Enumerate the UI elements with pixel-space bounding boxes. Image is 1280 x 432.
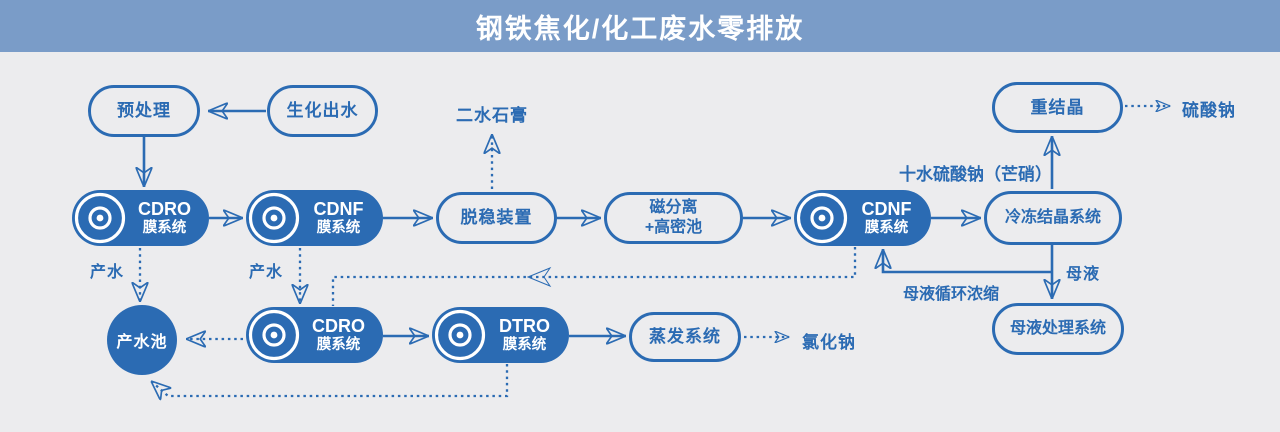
dtro-sub: 膜系统 [502,337,547,353]
label-product-water-1: 产水 [90,264,125,281]
cdnf1-sub: 膜系统 [316,220,361,236]
cdro2-sub: 膜系统 [316,337,361,353]
node-cdnf1-label: CDNF 膜系统 [300,199,383,236]
magnetic-line2: +高密池 [644,219,703,236]
node-product-water-pool: 产水池 [107,305,177,375]
node-cdro-membrane-2: CDRO 膜系统 [246,307,383,363]
node-recrystallization: 重结晶 [992,82,1123,133]
node-cdro2-label: CDRO 膜系统 [300,316,383,353]
cdro1-sub: 膜系统 [142,220,187,236]
node-pretreatment: 预处理 [88,85,200,137]
edge-dtro-bottom-to-pool [151,364,509,396]
node-freeze-crystallization: 冷冻结晶系统 [984,191,1122,245]
membrane-disc-icon [248,309,300,361]
arrowhead-cdnf2-water-return [526,266,552,288]
title-bar: 钢铁焦化/化工废水零排放 [0,0,1280,52]
node-magnetic-separation: 磁分离 +高密池 [604,192,743,244]
node-cdnf-membrane-1: CDNF 膜系统 [246,190,383,246]
node-biochemical-effluent: 生化出水 [267,85,378,137]
membrane-disc-icon [796,192,848,244]
edge-cdnf2-water-return [331,247,857,306]
node-biochemical-label: 生化出水 [286,101,359,121]
node-recrystallization-label: 重结晶 [1030,97,1085,117]
magnetic-line1: 磁分离 [649,199,698,216]
label-sodium-chloride: 氯化钠 [802,333,856,352]
label-mother-liquor: 母液 [1066,266,1101,283]
node-cdnf-membrane-2: CDNF 膜系统 [794,190,931,246]
cdnf2-name: CDNF [861,199,912,220]
node-mother-liquor-treatment: 母液处理系统 [992,303,1124,355]
node-magnetic-label: 磁分离 +高密池 [645,198,702,238]
edge-mother-liquor-recycle [883,249,1052,274]
membrane-disc-icon [248,192,300,244]
node-pool-label: 产水池 [116,334,168,351]
node-pretreatment-label: 预处理 [117,101,171,121]
node-freeze-label: 冷冻结晶系统 [1004,209,1101,226]
label-dihydrate-gypsum: 二水石膏 [456,106,528,125]
node-destabilization-label: 脱稳装置 [460,208,533,228]
dtro-name: DTRO [499,316,550,337]
node-cdro1-label: CDRO 膜系统 [126,199,209,236]
cdnf2-sub: 膜系统 [864,220,909,236]
node-evaporation-label: 蒸发系统 [649,327,721,347]
label-mother-liquor-recycle: 母液循环浓缩 [903,286,1000,303]
membrane-disc-icon [434,309,486,361]
cdro1-name: CDRO [138,199,191,220]
node-cdro-membrane-1: CDRO 膜系统 [72,190,209,246]
node-dtro-membrane: DTRO 膜系统 [432,307,569,363]
node-dtro-label: DTRO 膜系统 [486,316,569,353]
cdnf1-name: CDNF [313,199,364,220]
label-sodium-sulfate: 硫酸钠 [1182,101,1236,120]
node-evaporation: 蒸发系统 [629,312,741,362]
node-destabilization: 脱稳装置 [436,192,557,244]
node-mother-treatment-label: 母液处理系统 [1009,320,1106,337]
page-title: 钢铁焦化/化工废水零排放 [475,13,805,44]
membrane-disc-icon [74,192,126,244]
cdro2-name: CDRO [312,316,365,337]
label-product-water-2: 产水 [249,264,284,281]
node-cdnf2-label: CDNF 膜系统 [848,199,931,236]
label-glauber-salt: 十水硫酸钠（芒硝） [899,165,1052,184]
